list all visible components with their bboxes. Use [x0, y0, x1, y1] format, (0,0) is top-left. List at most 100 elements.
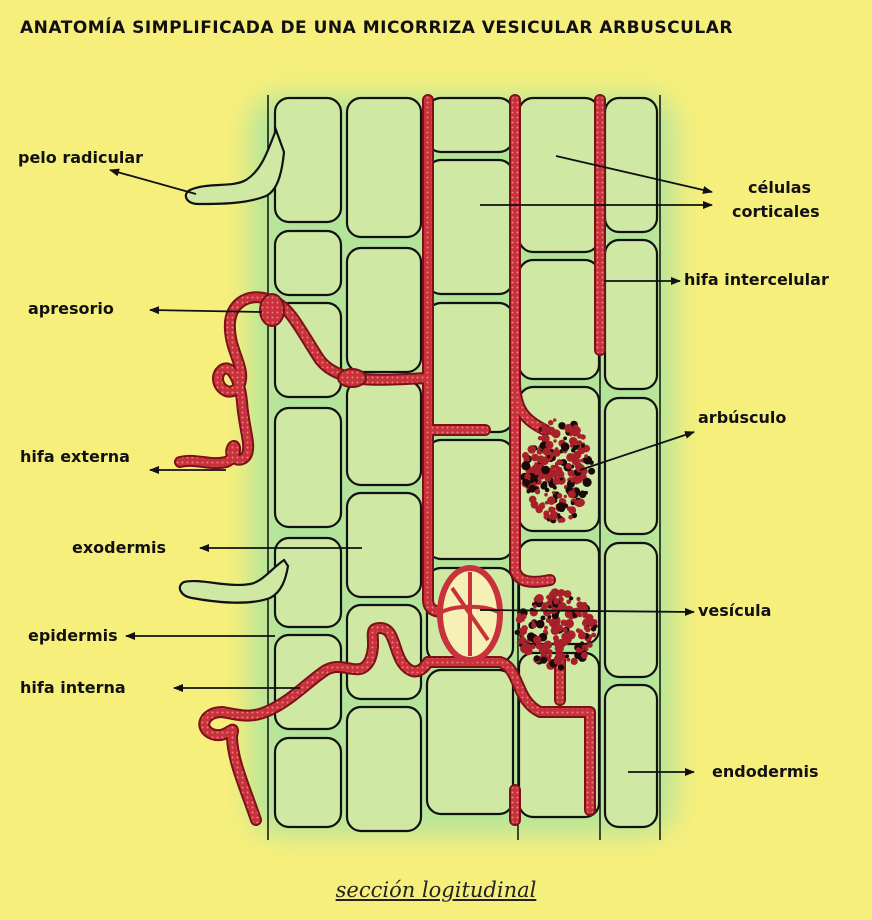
- arbuscule-granule: [536, 620, 545, 629]
- arbuscule-granule: [574, 652, 581, 659]
- cell-endodermis-1: [605, 98, 657, 232]
- label-vesicula: vesícula: [698, 601, 771, 620]
- arbuscule-granule: [534, 655, 540, 661]
- label-corticales: corticales: [732, 202, 820, 221]
- arbuscule-granule: [551, 626, 560, 635]
- cell-cortex-1-3: [427, 303, 513, 432]
- arbuscule-granule: [535, 506, 543, 514]
- arbuscule-granule: [557, 649, 561, 653]
- arbuscule-granule: [553, 418, 556, 421]
- arbuscule-granule: [566, 658, 570, 662]
- arbuscule-granule: [580, 633, 584, 637]
- arbuscule-granule: [573, 426, 581, 434]
- arbuscule-granule: [521, 614, 526, 619]
- arbuscule-granule: [568, 515, 573, 520]
- arbuscule-granule: [531, 620, 534, 623]
- arbuscule-granule: [583, 478, 592, 487]
- arbuscule-granule: [540, 474, 545, 479]
- arbuscule-granule: [547, 496, 556, 505]
- arbuscule-granule: [559, 498, 563, 502]
- arbuscule-granule: [520, 644, 529, 653]
- arbuscule-granule: [552, 469, 559, 476]
- arbuscule-granule: [568, 490, 576, 498]
- cell-cortex-1-6: [427, 670, 513, 814]
- label-hifa-externa: hifa externa: [20, 447, 130, 466]
- arbuscule-granule: [528, 445, 537, 454]
- arbuscule-granule: [540, 657, 547, 664]
- arbuscule-granule: [561, 591, 565, 595]
- arbuscule-granule: [580, 641, 584, 645]
- arbuscule-granule: [541, 466, 550, 475]
- cell-cortex-2-2: [519, 260, 599, 379]
- hyphal-node: [338, 369, 366, 387]
- arbuscule-granule: [518, 637, 526, 645]
- label-pelo-radicular: pelo radicular: [18, 148, 143, 167]
- arbuscule-granule: [565, 637, 571, 643]
- cell-epidermis-7: [275, 738, 341, 827]
- arbuscule-granule: [515, 630, 520, 635]
- arbuscule-granule: [566, 453, 575, 462]
- label-apresorio: apresorio: [28, 299, 114, 318]
- arbuscule-granule: [523, 479, 530, 486]
- arbuscule-granule: [569, 596, 573, 600]
- arbuscule-granule: [552, 429, 561, 438]
- arbuscule-granule: [571, 501, 575, 505]
- arbuscule-granule: [573, 445, 578, 450]
- arbuscule-granule: [537, 450, 541, 454]
- cell-exodermis-5: [347, 605, 421, 699]
- arbuscule-granule: [521, 461, 530, 470]
- label-exodermis: exodermis: [72, 538, 166, 557]
- arbuscule-granule: [576, 628, 581, 633]
- arbuscule-granule: [538, 436, 542, 440]
- arbuscule-granule: [546, 601, 551, 606]
- arbuscule-granule: [585, 626, 591, 632]
- arbuscule-granule: [548, 474, 552, 478]
- arbuscule-granule: [564, 495, 567, 498]
- arbuscule-granule: [581, 444, 585, 448]
- label-hifa-intercelular: hifa intercelular: [684, 270, 829, 289]
- cell-endodermis-5: [605, 685, 657, 827]
- arbuscule-granule: [531, 623, 536, 628]
- arbuscule-granule: [557, 639, 566, 648]
- arbuscule-granule: [541, 616, 546, 621]
- arbuscule-granule: [563, 628, 568, 633]
- arbuscule-granule: [569, 437, 577, 445]
- arbuscule-granule: [553, 477, 561, 485]
- arbuscule-granule: [533, 636, 541, 644]
- arbuscule-granule: [529, 496, 537, 504]
- label-hifa-interna: hifa interna: [20, 678, 126, 697]
- arbuscule-granule: [579, 491, 587, 499]
- diagram-title: ANATOMÍA SIMPLIFICADA DE UNA MICORRIZA V…: [20, 18, 870, 38]
- arbuscule-granule: [533, 605, 537, 609]
- arbuscule-granule: [575, 440, 579, 444]
- cell-exodermis-2: [347, 248, 421, 372]
- label-epidermis: epidermis: [28, 626, 118, 645]
- cell-exodermis-1: [347, 98, 421, 237]
- leader-pelo-radicular: [110, 170, 196, 194]
- cell-exodermis-4: [347, 493, 421, 597]
- cell-epidermis-5: [275, 538, 341, 627]
- arbuscule-granule: [558, 664, 564, 670]
- arbuscule-granule: [576, 601, 583, 608]
- arbuscule-granule: [568, 506, 576, 514]
- arbuscule-granule: [553, 439, 556, 442]
- label-celulas: células: [748, 178, 811, 197]
- arbuscule-granule: [535, 489, 540, 494]
- arbuscule-granule: [555, 465, 559, 469]
- arbuscule-granule: [553, 449, 561, 457]
- arbuscule-granule: [536, 429, 540, 433]
- arbuscule-granule: [526, 489, 530, 493]
- arbuscule-granule: [531, 644, 536, 649]
- arbuscule-granule: [581, 652, 588, 659]
- arbuscule-granule: [535, 594, 544, 603]
- arbuscule-granule: [548, 507, 554, 513]
- arbuscule-granule: [533, 482, 536, 485]
- cell-exodermis-6: [347, 707, 421, 831]
- arbuscule-granule: [579, 464, 582, 467]
- arbuscule-granule: [531, 454, 539, 462]
- arbuscule-granule: [561, 620, 567, 626]
- arbuscule-granule: [524, 473, 531, 480]
- arbuscule-granule: [556, 502, 565, 511]
- arbuscule-granule: [543, 448, 551, 456]
